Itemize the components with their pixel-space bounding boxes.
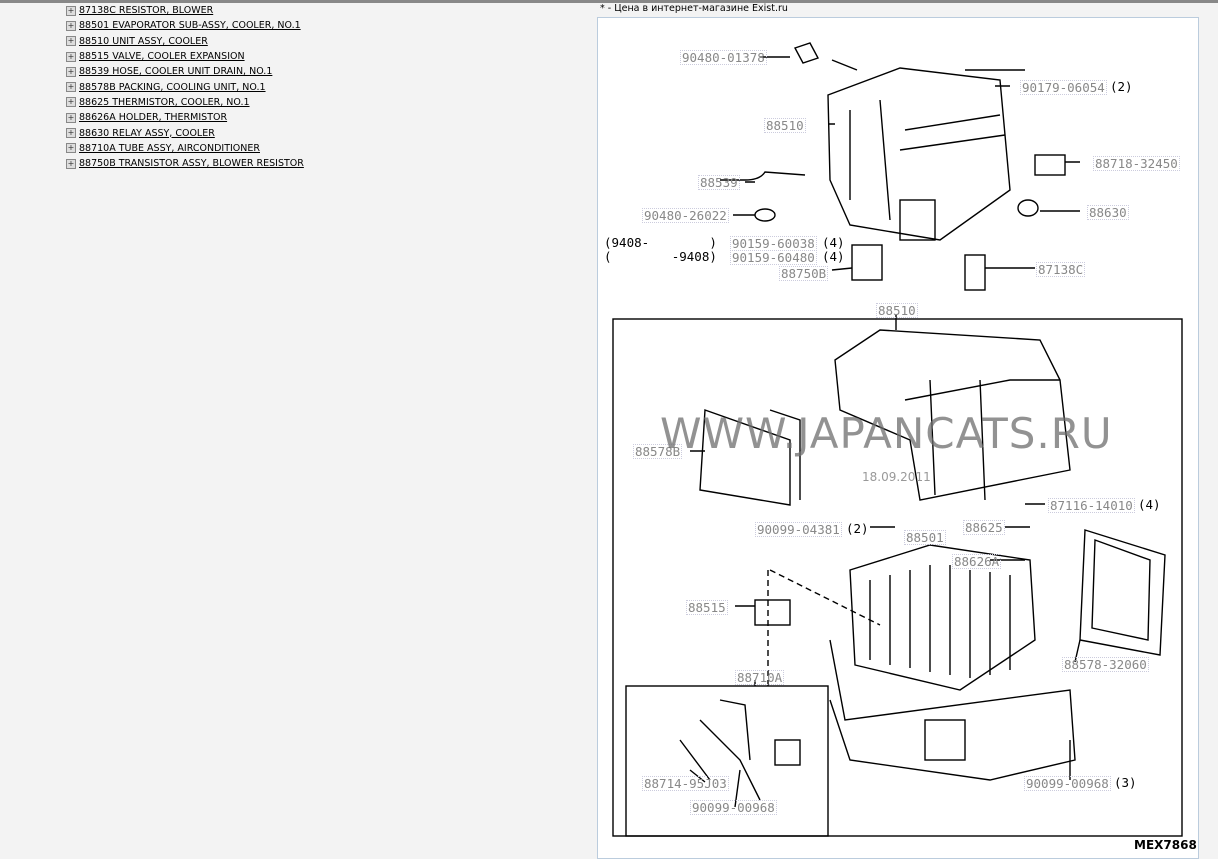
evaporator-shape	[849, 544, 1036, 691]
part-label[interactable]: 87116-14010	[1048, 498, 1135, 513]
watermark-date: 18.09.2011	[862, 470, 931, 484]
drain-hose-shape	[720, 171, 806, 181]
part-label[interactable]: 90159-60480	[730, 250, 817, 265]
tree-link[interactable]: 88501 EVAPORATOR SUB-ASSY, COOLER, NO.1	[79, 20, 301, 32]
part-label[interactable]: 88578-32060	[1062, 657, 1149, 672]
part-label[interactable]: 88510	[876, 303, 918, 318]
expand-icon[interactable]: +	[66, 5, 76, 16]
qty-label: (4)	[822, 249, 845, 264]
qty-label: (2)	[1110, 79, 1133, 94]
tree-link[interactable]: 88510 UNIT ASSY, COOLER	[79, 35, 208, 47]
expand-icon[interactable]: +	[66, 128, 76, 139]
part-label[interactable]: 88626A	[952, 554, 1002, 569]
part-label[interactable]: 90159-60038	[730, 236, 817, 251]
part-label[interactable]: 88510	[764, 118, 806, 133]
tree-item[interactable]: +88625 THERMISTOR, COOLER, NO.1	[66, 95, 304, 110]
expand-icon[interactable]: +	[66, 66, 76, 77]
part-label[interactable]: 90099-00968	[1024, 776, 1111, 791]
expand-icon[interactable]: +	[66, 97, 76, 108]
price-note: * - Цена в интернет-магазине Exist.ru	[600, 3, 788, 14]
watermark: WWW.JAPANCATS.RU	[660, 409, 1113, 458]
cooler-unit-lower-shape	[834, 329, 1071, 501]
tree-item[interactable]: +88626A HOLDER, THERMISTOR	[66, 110, 304, 125]
tree-link[interactable]: 88630 RELAY ASSY, COOLER	[79, 127, 215, 139]
part-label[interactable]: 90179-06054	[1020, 80, 1107, 95]
tree-item[interactable]: +88510 UNIT ASSY, COOLER	[66, 34, 304, 49]
tree-link[interactable]: 88710A TUBE ASSY, AIRCONDITIONER	[79, 142, 260, 154]
parts-tree: +87138C RESISTOR, BLOWER +88501 EVAPORAT…	[66, 3, 304, 171]
tree-item[interactable]: +88630 RELAY ASSY, COOLER	[66, 125, 304, 140]
part-label[interactable]: 90480-26022	[642, 208, 729, 223]
tree-item[interactable]: +88750B TRANSISTOR ASSY, BLOWER RESISTOR	[66, 156, 304, 171]
expand-icon[interactable]: +	[66, 36, 76, 47]
part-label[interactable]: 90480-01378	[680, 50, 767, 65]
tube-group-frame	[625, 685, 829, 837]
part-label[interactable]: 88515	[686, 600, 728, 615]
evaporator-group-frame	[612, 318, 1183, 837]
part-label[interactable]: 88710A	[735, 670, 785, 685]
part-label[interactable]: 88750B	[779, 266, 829, 281]
part-label[interactable]: 88625	[963, 520, 1005, 535]
tree-item[interactable]: +88539 HOSE, COOLER UNIT DRAIN, NO.1	[66, 64, 304, 79]
tree-item[interactable]: +88578B PACKING, COOLING UNIT, NO.1	[66, 79, 304, 94]
tree-item[interactable]: +88710A TUBE ASSY, AIRCONDITIONER	[66, 141, 304, 156]
expand-icon[interactable]: +	[66, 112, 76, 123]
tube-shape	[679, 699, 761, 801]
expand-icon[interactable]: +	[66, 82, 76, 93]
part-label[interactable]: 88714-95J03	[642, 776, 729, 791]
expand-icon[interactable]: +	[66, 158, 76, 169]
gasket-shape	[1079, 529, 1166, 656]
tree-item[interactable]: +87138C RESISTOR, BLOWER	[66, 3, 304, 18]
tree-link[interactable]: 88625 THERMISTOR, COOLER, NO.1	[79, 96, 250, 108]
tree-link[interactable]: 88539 HOSE, COOLER UNIT DRAIN, NO.1	[79, 66, 273, 78]
expand-icon[interactable]: +	[66, 20, 76, 31]
qty-label: (3)	[1114, 775, 1137, 790]
part-label[interactable]: 87138C	[1036, 262, 1086, 277]
cooler-unit-upper-shape	[827, 67, 1011, 241]
top-border	[0, 0, 1218, 3]
diagram-panel	[597, 17, 1199, 859]
part-label[interactable]: 88630	[1087, 205, 1129, 220]
part-label[interactable]: 88578B	[633, 444, 683, 459]
tree-item[interactable]: +88501 EVAPORATOR SUB-ASSY, COOLER, NO.1	[66, 18, 304, 33]
part-label[interactable]: 88718-32450	[1093, 156, 1180, 171]
diagram-code: MEX7868	[1134, 838, 1197, 852]
qty-label: (4)	[1138, 497, 1161, 512]
part-label[interactable]: 90099-00968	[690, 800, 777, 815]
tree-link[interactable]: 87138C RESISTOR, BLOWER	[79, 5, 214, 17]
qty-label: (2)	[846, 521, 869, 536]
tree-item[interactable]: +88515 VALVE, COOLER EXPANSION	[66, 49, 304, 64]
tree-link[interactable]: 88515 VALVE, COOLER EXPANSION	[79, 51, 245, 63]
lower-case-shape	[829, 639, 1076, 781]
expand-icon[interactable]: +	[66, 143, 76, 154]
tree-link[interactable]: 88750B TRANSISTOR ASSY, BLOWER RESISTOR	[79, 158, 304, 170]
part-label[interactable]: 90099-04381	[755, 522, 842, 537]
expand-icon[interactable]: +	[66, 51, 76, 62]
tree-link[interactable]: 88578B PACKING, COOLING UNIT, NO.1	[79, 81, 266, 93]
part-label[interactable]: 88539	[698, 175, 740, 190]
qty-label: (4)	[822, 235, 845, 250]
tree-link[interactable]: 88626A HOLDER, THERMISTOR	[79, 112, 228, 124]
packing-shape	[699, 409, 801, 506]
part-label[interactable]: 88501	[904, 530, 946, 545]
date-range-label: ( -9408)	[604, 249, 717, 264]
date-range-label: (9408- )	[604, 235, 717, 250]
